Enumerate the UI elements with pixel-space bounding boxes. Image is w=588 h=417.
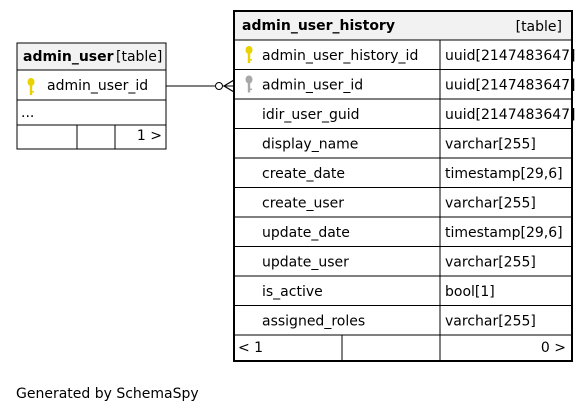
column-name: display_name	[262, 137, 358, 153]
generated-by-footer: Generated by SchemaSpy	[16, 386, 199, 402]
column-type: varchar[255]	[445, 196, 536, 212]
table-row[interactable]: update_date timestamp[29,6]	[234, 216, 572, 241]
column-type: varchar[255]	[445, 255, 536, 271]
column-type: varchar[255]	[445, 314, 536, 330]
column-name: admin_user_history_id	[262, 48, 418, 64]
column-name: idir_user_guid	[262, 107, 360, 123]
column-name: create_user	[262, 196, 344, 212]
table-title: admin_user	[23, 49, 114, 65]
column-name: is_active	[262, 284, 323, 300]
parents-count: < 1	[238, 340, 263, 356]
table-row[interactable]: idir_user_guid uuid[2147483647]	[234, 98, 576, 123]
table-row[interactable]: assigned_roles varchar[255]	[234, 305, 572, 330]
table-admin_user_history[interactable]: admin_user_history [table] admin_user_hi…	[233, 10, 576, 362]
children-count: 1 >	[137, 128, 162, 144]
table-row[interactable]: update_user varchar[255]	[234, 246, 572, 271]
column-name: assigned_roles	[262, 314, 365, 330]
table-type-label: [table]	[516, 19, 562, 35]
table-row[interactable]: is_active bool[1]	[234, 275, 572, 300]
table-title: admin_user_history	[242, 18, 395, 34]
column-type: timestamp[29,6]	[445, 166, 563, 182]
crowfoot-lower	[223, 85, 235, 93]
column-type: uuid[2147483647]	[445, 78, 576, 94]
column-type: uuid[2147483647]	[445, 107, 576, 123]
column-type: timestamp[29,6]	[445, 225, 563, 241]
children-count: 0 >	[541, 340, 566, 356]
column-name: create_date	[262, 166, 345, 182]
column-name: admin_user_id	[47, 78, 148, 94]
column-type: uuid[2147483647]	[445, 48, 576, 64]
column-name: update_user	[262, 255, 349, 271]
table-row[interactable]: create_date timestamp[29,6]	[234, 157, 572, 182]
zero-marker	[215, 82, 223, 90]
table-row[interactable]: display_name varchar[255]	[234, 128, 572, 153]
table-type-label: [table]	[116, 49, 162, 65]
table-row[interactable]: admin_user_history_id uuid[2147483647]	[245, 46, 576, 64]
more-columns-ellipsis: ...	[21, 105, 34, 121]
key-icon	[245, 75, 253, 93]
column-name: admin_user_id	[262, 78, 363, 94]
table-admin_user[interactable]: admin_user [table] admin_user_id ... 1 >	[16, 42, 167, 150]
crowfoot-upper	[223, 79, 235, 87]
column-type: bool[1]	[445, 284, 495, 300]
table-row[interactable]: admin_user_id uuid[2147483647]	[234, 69, 576, 94]
key-icon	[245, 46, 253, 63]
key-icon	[27, 78, 35, 95]
relationship-connector	[166, 79, 235, 93]
table-row[interactable]: create_user varchar[255]	[234, 187, 572, 212]
column-type: varchar[255]	[445, 137, 536, 153]
column-name: update_date	[262, 225, 350, 241]
